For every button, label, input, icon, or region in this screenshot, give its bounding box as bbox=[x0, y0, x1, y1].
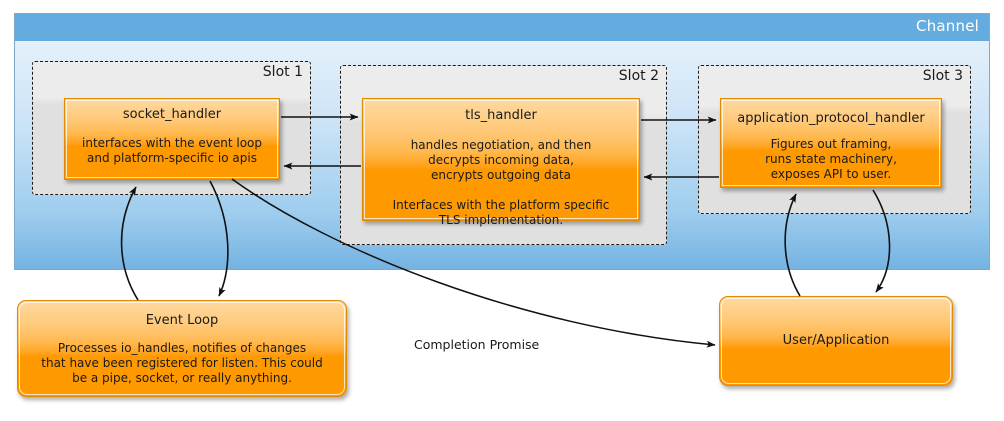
channel-title: Channel bbox=[916, 17, 979, 35]
node-user-application[interactable]: User/Application bbox=[719, 296, 953, 386]
node-event-loop-description: Processes io_handles, notifies of change… bbox=[41, 341, 323, 385]
node-socket-handler-title: socket_handler bbox=[122, 107, 222, 122]
channel-header: Channel bbox=[15, 14, 989, 41]
node-application-protocol-handler[interactable]: application_protocol_handler Figures out… bbox=[720, 98, 942, 188]
node-socket-handler[interactable]: socket_handler interfaces with the event… bbox=[64, 98, 280, 180]
node-user-application-title: User/Application bbox=[782, 333, 890, 348]
node-application-protocol-handler-description: Figures out framing, runs state machiner… bbox=[765, 137, 897, 181]
node-application-protocol-handler-title: application_protocol_handler bbox=[737, 111, 925, 126]
slot-3-title: Slot 3 bbox=[922, 68, 963, 84]
node-event-loop[interactable]: Event Loop Processes io_handles, notifie… bbox=[17, 300, 347, 397]
edge-label-completion-promise: Completion Promise bbox=[414, 337, 540, 352]
node-tls-handler-description: handles negotiation, and then decrypts i… bbox=[392, 138, 610, 227]
node-socket-handler-description: interfaces with the event loop and platf… bbox=[82, 136, 262, 165]
node-event-loop-title: Event Loop bbox=[145, 313, 219, 328]
slot-2-title: Slot 2 bbox=[618, 68, 659, 84]
slot-1-title: Slot 1 bbox=[262, 64, 303, 80]
node-tls-handler[interactable]: tls_handler handles negotiation, and the… bbox=[362, 98, 640, 227]
node-tls-handler-title: tls_handler bbox=[465, 108, 537, 123]
